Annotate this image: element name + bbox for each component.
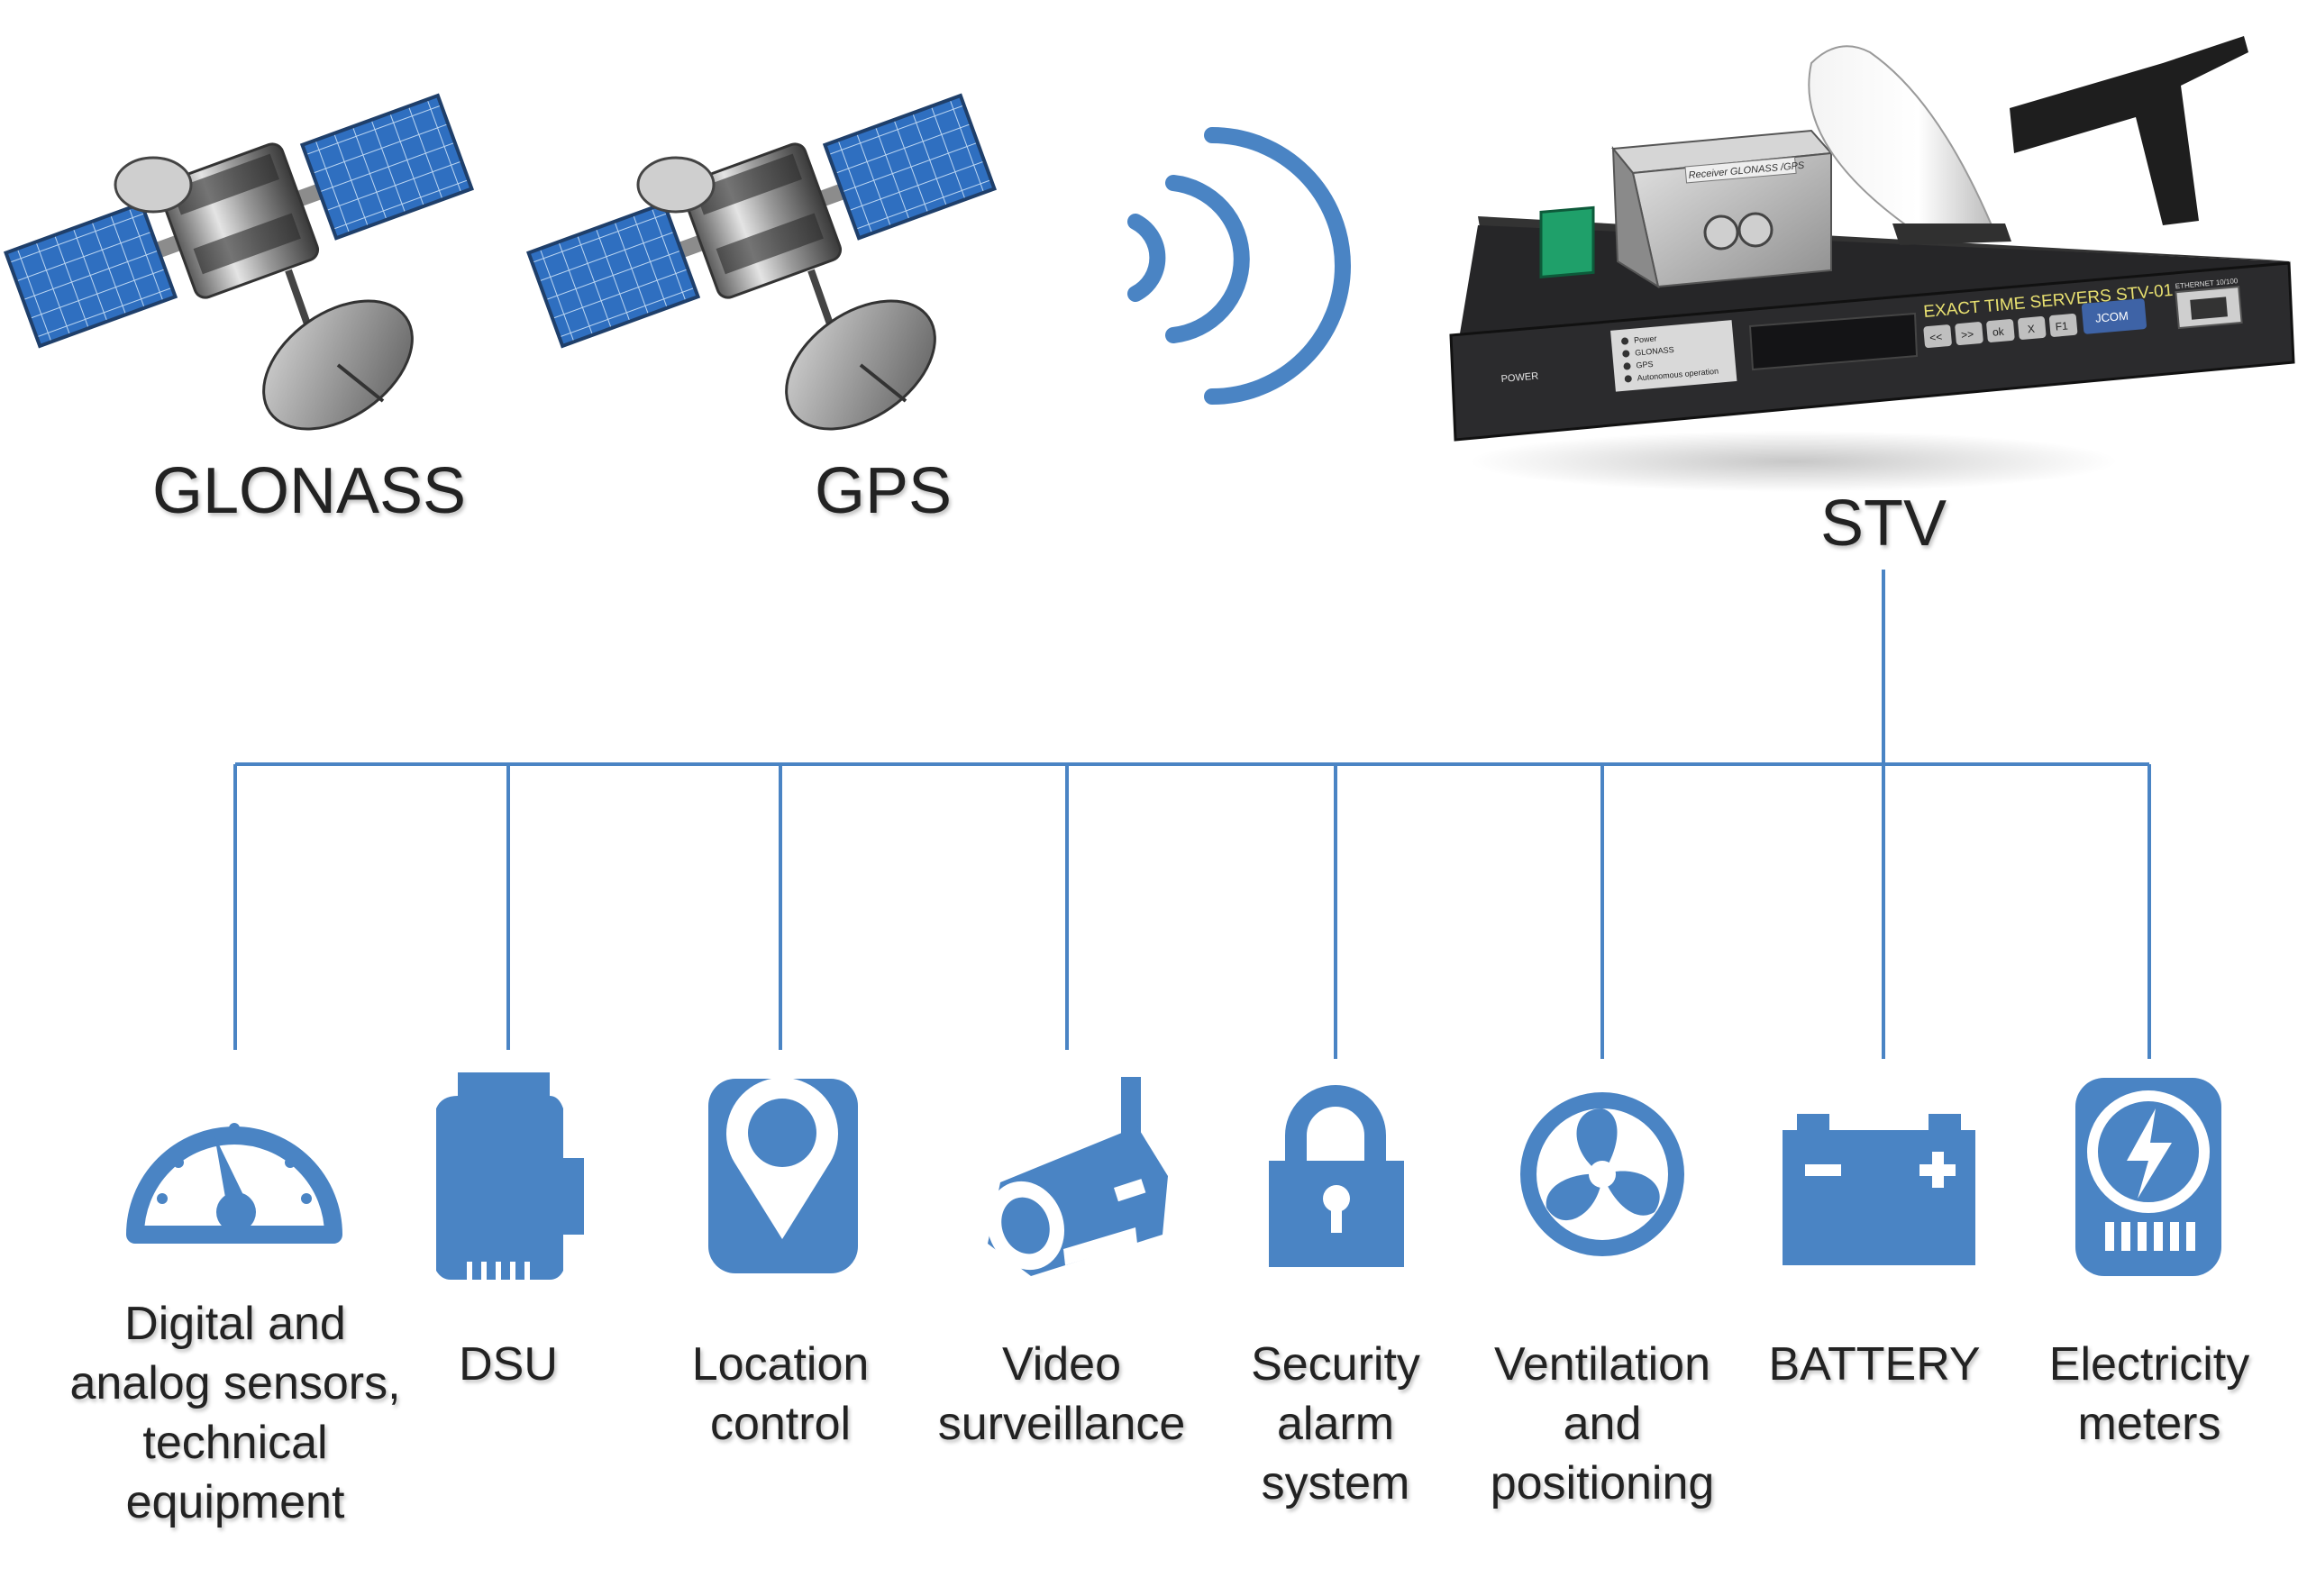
cctv-camera-icon bbox=[986, 1077, 1168, 1276]
device-label-battery: BATTERY bbox=[1768, 1338, 1981, 1391]
glonass-label: GLONASS bbox=[151, 455, 467, 527]
gps-label: GPS bbox=[814, 455, 953, 527]
battery-icon bbox=[1783, 1114, 1975, 1265]
device-label-dsu: DSU bbox=[459, 1338, 558, 1391]
indicator-gps: GPS bbox=[1636, 360, 1654, 370]
gps-satellite-icon bbox=[524, 85, 998, 455]
stv-time-server-image: POWER Power GLONASS GPS Autonomous opera… bbox=[1449, 36, 2295, 492]
electricity-meter-icon bbox=[2075, 1078, 2221, 1276]
button-f1: F1 bbox=[2055, 319, 2068, 333]
location-pin-icon bbox=[708, 1077, 858, 1273]
connector-lines bbox=[233, 570, 2151, 1059]
button-cancel: X bbox=[2027, 323, 2035, 336]
server-power-label: POWER bbox=[1500, 370, 1538, 385]
wireless-signal-icon bbox=[1127, 127, 1351, 405]
dsu-icon bbox=[436, 1072, 584, 1281]
server-brand: JCOM bbox=[2094, 309, 2129, 325]
stv-label: STV bbox=[1819, 488, 1947, 560]
button-ok: ok bbox=[1992, 325, 2005, 339]
glonass-satellite-icon bbox=[2, 85, 476, 455]
fan-icon bbox=[1520, 1092, 1684, 1256]
button-prev: << bbox=[1929, 331, 1943, 344]
padlock-icon bbox=[1269, 1085, 1404, 1267]
gauge-icon bbox=[126, 1123, 342, 1244]
indicator-power: Power bbox=[1634, 333, 1657, 344]
button-next: >> bbox=[1961, 328, 1974, 342]
indicator-glonass: GLONASS bbox=[1635, 345, 1674, 358]
